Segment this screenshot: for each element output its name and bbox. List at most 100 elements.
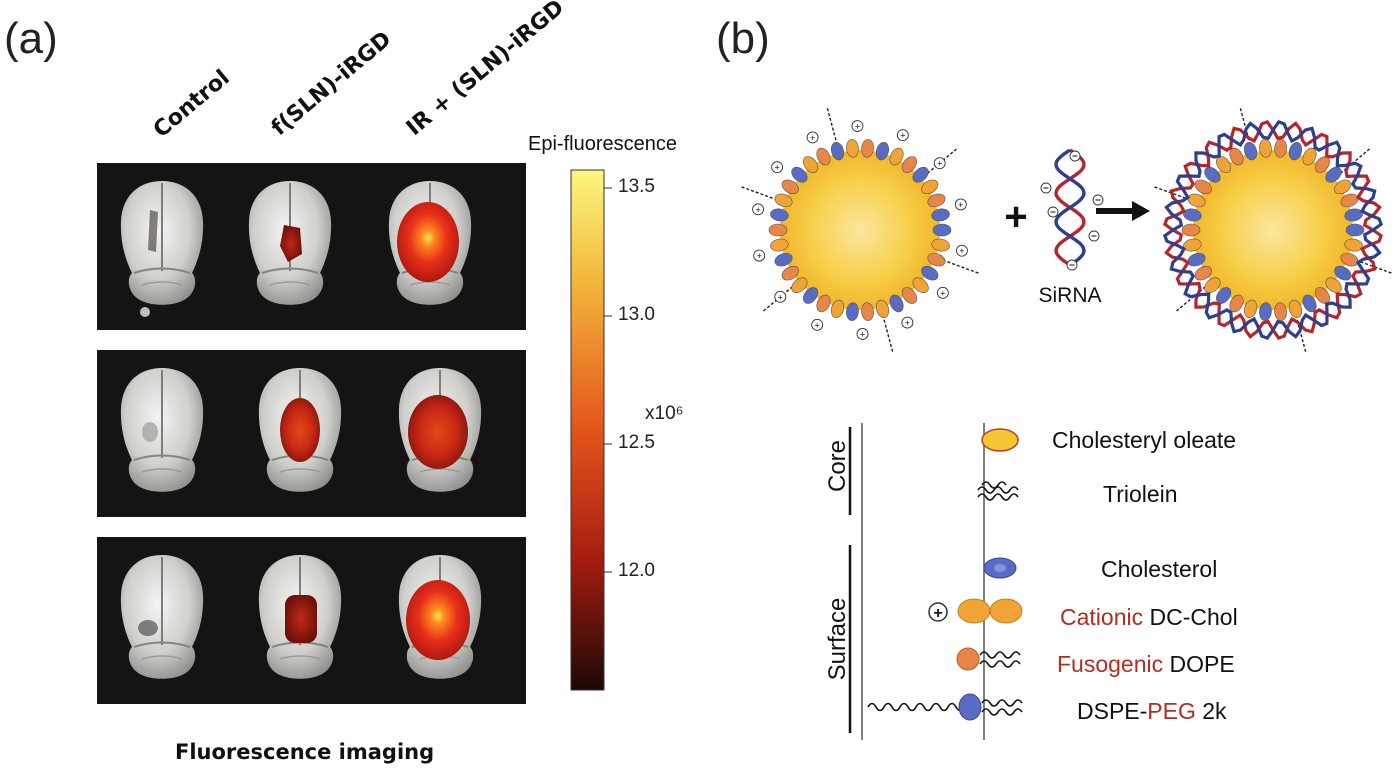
positive-charge: [752, 203, 765, 216]
shell-lipid: [889, 294, 904, 313]
legend-item-dope: Fusogenic DOPE: [1057, 651, 1235, 677]
sirna-label: SiRNA: [1038, 284, 1101, 307]
peg-chain: [761, 286, 794, 313]
shell-lipid: [830, 142, 845, 161]
sln-sirna-complex: [1152, 106, 1394, 354]
svg-text:+: +: [755, 205, 760, 215]
svg-text:+: +: [855, 122, 860, 132]
shell-lipid: [932, 223, 952, 237]
shell-lipid: [1334, 179, 1352, 195]
positive-charge: [771, 161, 784, 174]
shell-lipid: [1274, 302, 1287, 321]
shell-lipid: [1243, 299, 1258, 318]
shell-lipid: [901, 287, 917, 304]
svg-text:+: +: [860, 329, 865, 339]
peg-chain-icon: [867, 702, 965, 712]
panel-a-imaging: [97, 163, 612, 704]
shell-lipid: [803, 287, 819, 304]
lipid-core: [1193, 150, 1353, 310]
shell-lipid: [846, 302, 859, 321]
shell-lipid: [1259, 139, 1272, 158]
shell-lipid: [1194, 179, 1212, 195]
shell-lipid: [791, 166, 808, 183]
shell-lipid: [1302, 147, 1317, 166]
positive-charge: [901, 316, 914, 329]
legend-item-cholesterol: Cholesterol: [1101, 556, 1218, 582]
shell-lipid: [774, 193, 793, 208]
cholesteryl-oleate-icon: [981, 428, 1019, 452]
shell-lipid: [1325, 277, 1342, 294]
colorbar-ticks: [604, 187, 612, 573]
svg-text:+: +: [958, 200, 963, 210]
shell-lipid: [1302, 294, 1317, 313]
shell-lipid: [803, 156, 819, 173]
fluorescence-spot: [285, 595, 317, 643]
plus-sign: +: [1004, 195, 1027, 239]
shell-lipid: [1194, 265, 1212, 281]
svg-text:+: +: [774, 163, 779, 173]
dc-chol-icon: [957, 598, 991, 624]
shell-lipid: [791, 277, 808, 294]
nanoparticle-schematic: ++++++++++++++ + SiRNA: [739, 106, 1394, 354]
shell-lipid: [861, 302, 874, 321]
dspe-peg-icon: [958, 693, 982, 721]
shell-lipid: [830, 299, 845, 318]
peg-chain: [826, 106, 838, 146]
shell-lipid: [927, 252, 946, 267]
positive-charge: [851, 120, 864, 132]
positive-charge: [753, 249, 766, 262]
shell-lipid: [1183, 238, 1202, 252]
shell-lipid: [889, 147, 904, 166]
fluorescence-spot: [280, 398, 320, 462]
colorbar: [570, 169, 605, 691]
positive-charge: [856, 328, 869, 340]
svg-text:+: +: [815, 320, 820, 330]
shell-lipid: [770, 208, 789, 222]
shell-lipid: [774, 252, 793, 267]
fluorescence-spot: [280, 225, 302, 262]
legend-group-surface: Surface: [824, 597, 851, 681]
colorbar-tick: 13.5: [618, 176, 655, 197]
shell-lipid: [921, 179, 939, 195]
shell-lipid: [931, 238, 950, 252]
panel-a-label: (a): [4, 14, 58, 63]
shell-lipid: [1288, 299, 1303, 318]
shell-lipid: [1345, 223, 1365, 237]
shell-lipid: [1344, 208, 1363, 222]
legend-group-core: Core: [824, 439, 851, 493]
colorbar-tick: 12.0: [618, 560, 655, 581]
sirna-strand: [1162, 119, 1384, 341]
shell-lipid: [1204, 277, 1221, 294]
positive-charge: [936, 286, 949, 299]
sirna-strand: [1054, 148, 1086, 267]
shell-lipid: [1243, 142, 1258, 161]
shell-lipid: [912, 277, 929, 294]
positive-charge: [955, 244, 968, 257]
positive-charge: [954, 198, 967, 211]
shell-lipid: [781, 265, 799, 281]
colorbar-tick: 13.0: [618, 304, 655, 325]
shell-lipid: [921, 265, 939, 281]
legend-item-dspe-peg: DSPE-PEG 2k: [1077, 698, 1227, 724]
shell-lipid: [927, 193, 946, 208]
positive-charge-icon: [928, 602, 948, 622]
shell-lipid: [770, 238, 789, 252]
peg-chain: [942, 259, 981, 275]
svg-text:+: +: [905, 318, 910, 328]
svg-text:+: +: [959, 246, 964, 256]
legend-graphics: +: [848, 423, 1023, 740]
positive-charge: [811, 318, 824, 331]
svg-text:+: +: [933, 605, 942, 622]
shell-lipid: [1334, 265, 1352, 281]
shell-lipid: [1274, 139, 1287, 158]
positive-charge: [896, 129, 909, 142]
shell-lipid: [1181, 223, 1201, 237]
positive-charge: [933, 157, 946, 170]
sirna-helix: [1040, 148, 1104, 271]
shell-lipid: [901, 156, 917, 173]
positive-charge: [806, 131, 819, 144]
shell-lipid: [1229, 147, 1244, 166]
svg-text:+: +: [810, 133, 815, 143]
positive-charge: [774, 290, 787, 303]
